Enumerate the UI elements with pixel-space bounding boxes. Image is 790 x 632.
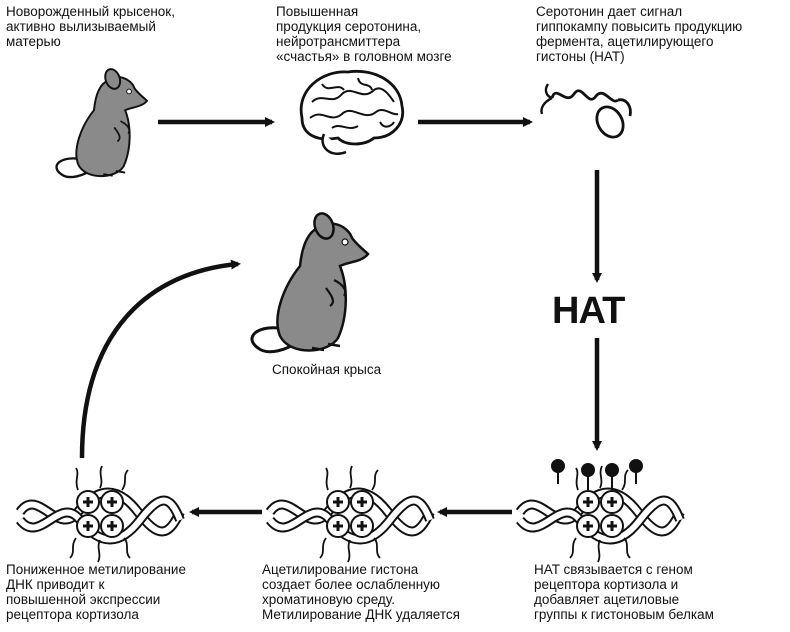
hat-enzyme-label: HAT [552,290,625,332]
rat-icon [250,209,370,354]
arrow-6-to-calm-rat [79,259,241,459]
neuron-icon [540,83,632,139]
step1-label: Новорожденный крысенок, активно вылизыва… [6,4,175,49]
chromatin-icon [20,466,180,562]
step4-label: HAT связывается с геном рецептора кортиз… [534,562,714,622]
step2-label: Повышенная продукция серотонина, нейротр… [276,4,452,64]
brain-icon [299,69,405,155]
acetyl-groups [551,459,643,490]
chromatin-icon [270,466,430,562]
step5-label: Ацетилирование гистона создает более осл… [262,562,460,622]
rat-icon [55,65,149,179]
step6-label: Пониженное метилирование ДНК приводит к … [6,562,186,622]
calm-rat-label: Спокойная крыса [272,362,382,377]
chromatin-icon [520,459,680,562]
step3-label: Серотонин дает сигнал гиппокампу повысит… [536,4,743,64]
